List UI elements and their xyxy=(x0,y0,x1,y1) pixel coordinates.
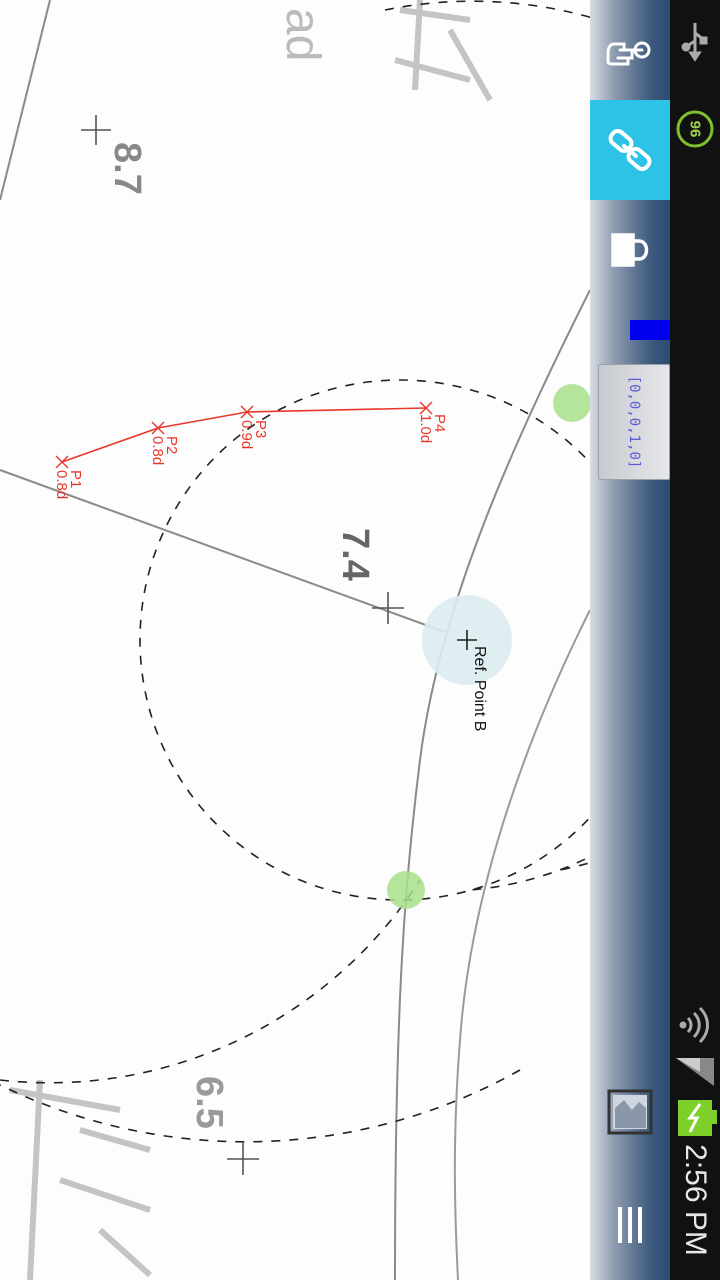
point-value: 0.8d xyxy=(53,470,70,500)
point-label-p2: P2 0.8d xyxy=(149,436,180,466)
battery-saver-icon xyxy=(676,110,714,148)
point-name: P3 xyxy=(252,420,269,439)
intersection-marker xyxy=(553,384,590,422)
point-value: 0.9d xyxy=(238,420,255,450)
battery-percent: 96 xyxy=(686,120,704,138)
image-icon xyxy=(607,1089,653,1135)
signal-icon xyxy=(676,1058,714,1086)
coordinate-readout-box: [0,0,0,1,0] xyxy=(598,364,670,480)
spot-crosshair xyxy=(372,592,404,624)
point-value: 0.8d xyxy=(149,436,166,466)
system-status-bar xyxy=(670,0,720,1280)
ref-point-crosshair xyxy=(457,630,477,650)
spot-height-label: 6.5 xyxy=(188,1076,230,1129)
point-name: P1 xyxy=(67,470,84,489)
lock-button[interactable] xyxy=(590,200,670,300)
point-marker-p4 xyxy=(419,401,433,415)
point-label-p1: P1 0.8d xyxy=(53,470,84,500)
point-value: 1.0d xyxy=(417,414,434,444)
background-characters xyxy=(9,0,493,1280)
road-edge-line xyxy=(453,609,590,1280)
battery-charging-icon xyxy=(678,1100,717,1136)
clock: 2:56 PM xyxy=(679,1144,712,1256)
spot-crosshair xyxy=(227,1143,259,1175)
point-label-p4: P4 1.0d xyxy=(417,414,448,444)
boundary-line xyxy=(0,0,51,201)
status-indicator xyxy=(630,320,670,340)
road-edge-line xyxy=(394,289,590,1280)
wifi-icon xyxy=(679,1006,709,1044)
intersection-marker xyxy=(387,871,425,909)
menu-icon xyxy=(618,1207,642,1243)
link-button[interactable] xyxy=(590,100,670,200)
menu-button[interactable] xyxy=(590,1175,670,1275)
track-line xyxy=(61,407,427,463)
image-button[interactable] xyxy=(590,1062,670,1162)
coordinate-readout: [0,0,0,1,0] xyxy=(626,375,642,469)
boundary-line xyxy=(0,469,446,633)
spot-crosshair xyxy=(81,115,111,145)
usb-icon xyxy=(681,23,708,62)
spot-height-label: 7.4 xyxy=(334,528,376,581)
touch-button[interactable] xyxy=(590,0,670,100)
point-label-p3: P3 0.9d xyxy=(238,420,269,450)
spot-height-label: 8.7 xyxy=(106,142,148,195)
point-marker-p3 xyxy=(240,405,254,419)
map-canvas[interactable]: ad 8.7 7.4 6.5 Ref. Point B P1 0.8d P2 0… xyxy=(0,0,590,1280)
lock-icon xyxy=(611,233,649,267)
range-circle xyxy=(139,379,590,901)
point-marker-p2 xyxy=(151,421,165,435)
point-name: P2 xyxy=(163,436,180,455)
point-name: P4 xyxy=(431,414,448,433)
map-drawing xyxy=(0,0,590,1280)
app-toolbar xyxy=(590,0,670,1280)
link-icon xyxy=(608,129,652,171)
touch-icon xyxy=(606,41,651,66)
range-circle-outer xyxy=(0,0,590,1143)
ref-point-label: Ref. Point B xyxy=(471,646,488,732)
point-marker-p1 xyxy=(55,455,69,469)
partial-label: ad xyxy=(276,8,329,62)
